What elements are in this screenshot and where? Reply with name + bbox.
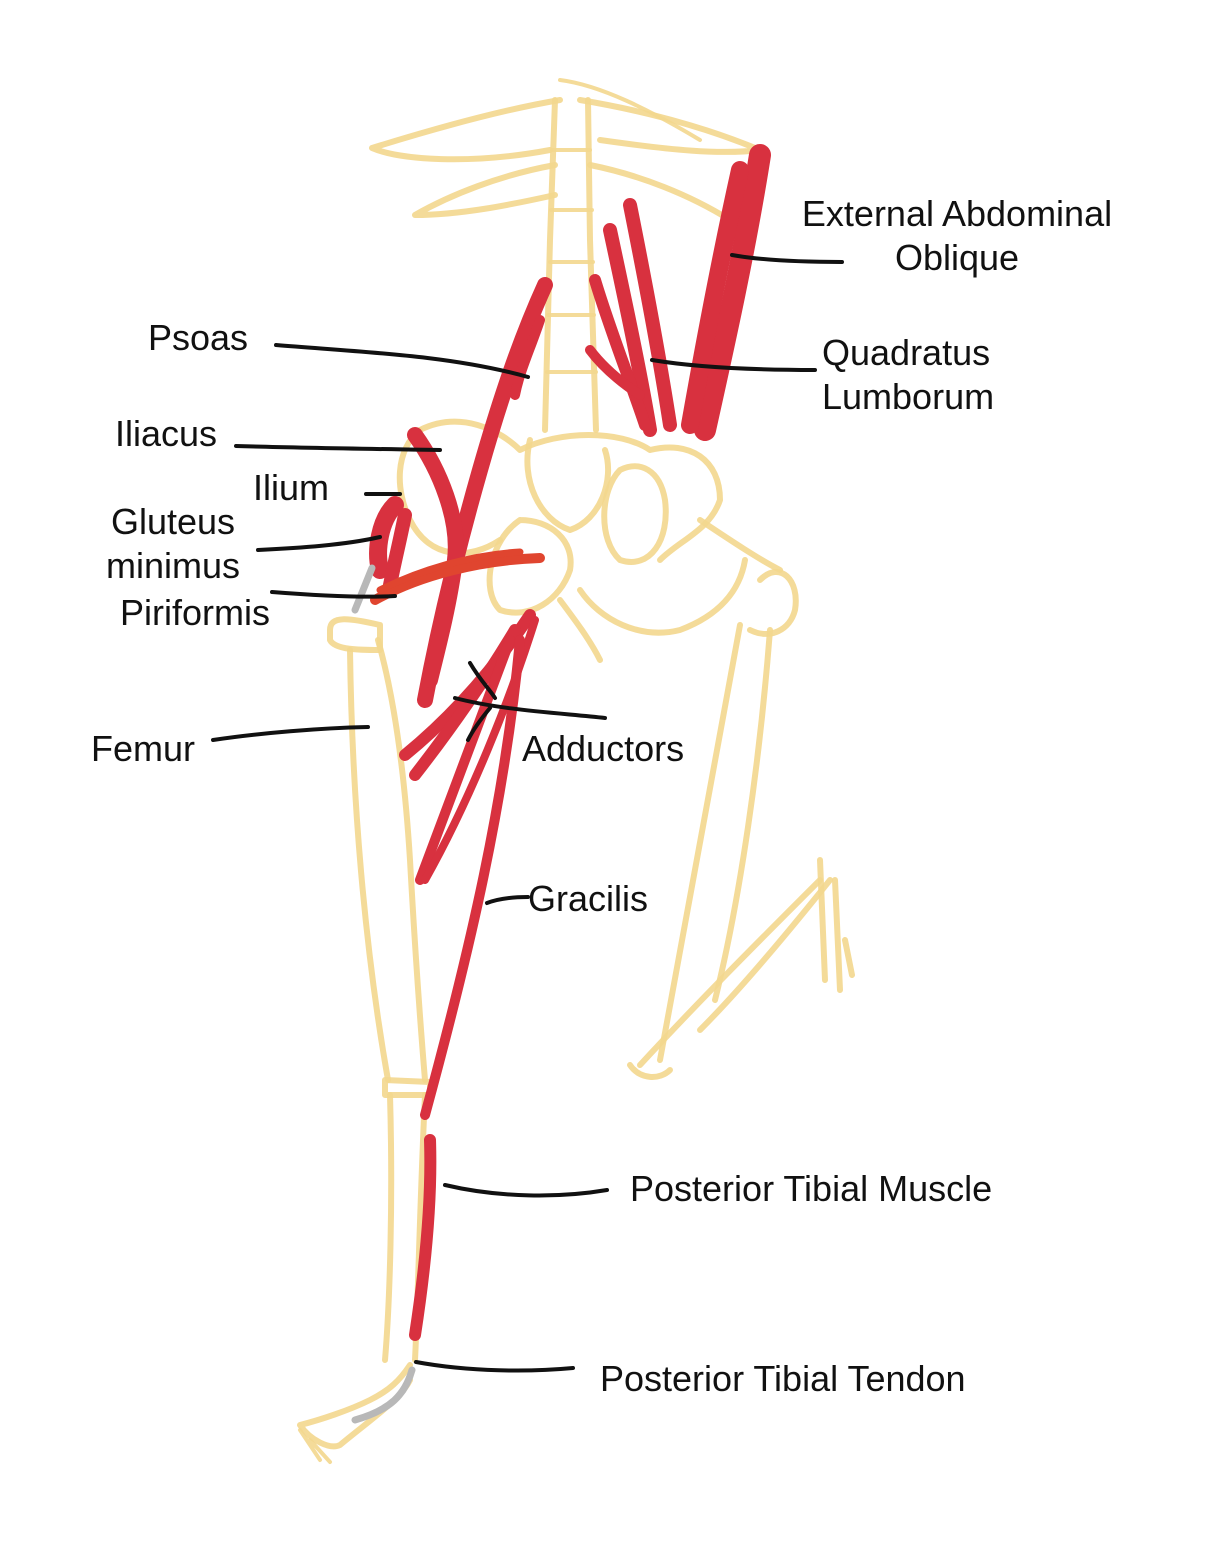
iliacus-muscle [407, 427, 464, 688]
label-quadratus-lumborum-line-1: Quadratus [822, 332, 991, 373]
femur-left [347, 637, 428, 1083]
label-gluteus-minimus: Gluteus minimus [100, 500, 246, 588]
spine-right-edge [585, 97, 599, 433]
leader-lines [211, 253, 844, 1373]
posterior-tibial-tendon [351, 1366, 416, 1424]
leader-posterior-tibial-tendon [414, 1360, 575, 1373]
posterior-tibial-muscle [409, 1134, 437, 1341]
quadratus-lumborum-muscle-3 [589, 274, 651, 431]
leader-gracilis [485, 895, 530, 905]
leader-iliacus [234, 444, 442, 452]
label-psoas: Psoas [148, 317, 249, 358]
leader-adductors [453, 696, 607, 720]
leader-adductors-branch-1 [468, 661, 497, 700]
label-posterior-tibial-muscle: Posterior Tibial Muscle [630, 1168, 993, 1209]
piriformis-muscle [370, 553, 545, 605]
leader-femur [211, 725, 370, 742]
foot-left [297, 1362, 413, 1450]
leader-gluteus-minimus [256, 535, 382, 552]
label-piriformis: Piriformis [120, 592, 270, 633]
pubic-symphysis [557, 597, 603, 663]
leader-external-abdominal-oblique [730, 253, 844, 264]
piriformis-muscle-2 [376, 548, 524, 594]
label-femur: Femur [91, 728, 196, 769]
rib-upper-left [369, 97, 563, 163]
quadratus-lumborum-muscle-4 [585, 345, 645, 400]
rib-lower-right [587, 162, 733, 223]
knee-right [627, 1062, 673, 1080]
tibia-right [637, 877, 833, 1068]
femur-head-right [747, 569, 799, 637]
label-adductors: Adductors [522, 728, 685, 769]
skeleton [297, 78, 855, 1464]
pelvis-right-ring [601, 463, 669, 565]
tendon-gluteus [351, 564, 376, 614]
external-abdominal-oblique-muscle [694, 144, 771, 441]
label-iliacus: Iliacus [115, 413, 218, 454]
foot-right [817, 857, 855, 993]
toes-left [298, 1428, 332, 1464]
leader-piriformis [270, 590, 397, 599]
gracilis-muscle [420, 635, 525, 1120]
pelvis-right-outer [697, 517, 783, 573]
leader-psoas [274, 343, 530, 379]
leader-adductors-branch-2 [466, 706, 492, 742]
femur-right [657, 622, 773, 1063]
quadratus-lumborum-muscle [623, 198, 677, 432]
quadratus-lumborum-muscle-2 [603, 223, 657, 437]
rib-top-arc [558, 78, 702, 142]
label-gluteus-minimus-line-1: Gluteus [110, 501, 236, 542]
label-external-abdominal-oblique: External Abdominal Oblique [790, 192, 1124, 280]
label-gluteus-minimus-line-2: minimus [105, 545, 240, 586]
label-external-abdominal-oblique-line-1: External Abdominal [801, 193, 1113, 234]
label-ilium: Ilium [253, 467, 330, 508]
gluteus-minimus-muscle-2 [383, 508, 412, 592]
pelvis-right-lower [577, 557, 748, 636]
adductors-muscle-4 [421, 616, 539, 884]
label-gracilis: Gracilis [528, 878, 649, 919]
muscles [369, 144, 771, 1341]
femur-head-left [327, 616, 383, 653]
label-external-abdominal-oblique-line-2: Oblique [894, 237, 1020, 278]
psoas-muscle-2 [510, 315, 545, 400]
leader-posterior-tibial-muscle [443, 1183, 609, 1198]
label-posterior-tibial-tendon: Posterior Tibial Tendon [600, 1358, 966, 1399]
label-quadratus-lumborum: Quadratus Lumborum [822, 331, 994, 419]
adductors-muscle-3 [415, 635, 515, 885]
rib-lower-left [412, 162, 558, 218]
pelvis-sacrum [524, 437, 612, 533]
label-quadratus-lumborum-line-2: Lumborum [822, 376, 995, 417]
leader-quadratus-lumborum [650, 358, 817, 372]
external-abdominal-oblique-muscle-2 [681, 161, 749, 434]
rib-upper-right [577, 97, 763, 155]
spine-left-edge [542, 97, 558, 433]
